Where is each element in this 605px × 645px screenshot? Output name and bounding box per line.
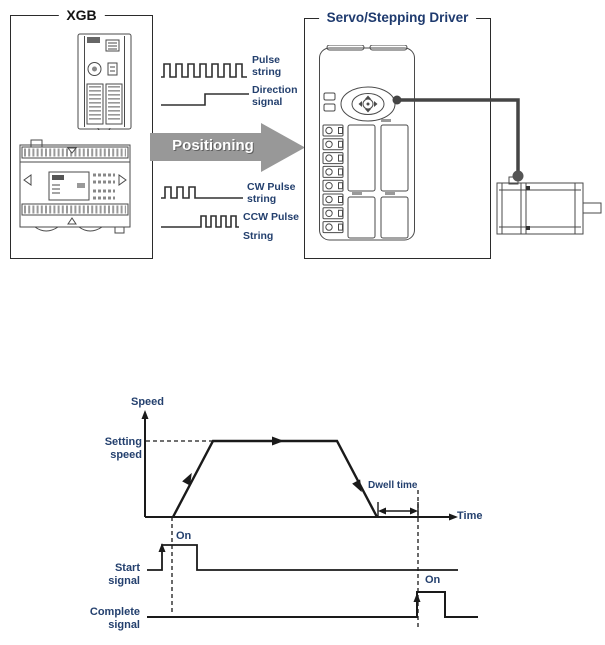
speed-profile-graph <box>141 410 478 630</box>
ccw-pulse-label-line1: CCW Pulse <box>243 211 300 223</box>
dwell-arrow-left <box>378 507 386 515</box>
speed-profile-direction-arrows <box>182 436 362 493</box>
complete-signal-on-label: On <box>425 574 441 586</box>
complete-signal-rise-arrow <box>413 593 421 602</box>
time-axis-arrowhead <box>449 513 458 521</box>
direction-signal-waveform <box>161 93 249 106</box>
speed-profile-trapezoid <box>171 439 379 518</box>
servo-driver-illustration <box>319 45 415 241</box>
dwell-time-measure <box>377 502 419 518</box>
cw-pulse-label: CW Pulse string <box>247 181 296 205</box>
start-signal-waveform <box>147 544 458 571</box>
complete-signal-waveform <box>147 591 478 618</box>
xgb-box-title: XGB <box>58 7 105 23</box>
servo-driver-connectors <box>347 119 409 239</box>
plc-base-unit-body <box>19 139 131 234</box>
start-signal-on-label: On <box>176 530 192 542</box>
servo-driver-box-title: Servo/Stepping Driver <box>318 10 477 25</box>
motor-illustration <box>496 176 602 235</box>
setting-speed-label: Setting speed <box>104 436 142 461</box>
graph-axes <box>144 418 450 518</box>
plc-base-unit-illustration <box>19 139 131 234</box>
positioning-arrow <box>150 123 305 172</box>
servo-driver-terminal-column <box>322 124 344 234</box>
time-axis-label: Time <box>457 510 483 522</box>
complete-signal-label: Complete signal <box>89 606 140 631</box>
direction-signal-label: Direction signal <box>252 84 298 108</box>
start-signal-label: Start signal <box>108 562 140 587</box>
dwell-arrow-right <box>410 507 418 515</box>
xgb-box: XGB <box>10 7 153 259</box>
ccw-pulse-waveform <box>161 215 239 228</box>
servo-driver-body <box>319 45 415 241</box>
dwell-time-label: Dwell time <box>368 480 418 491</box>
start-signal-rise-arrow <box>158 543 166 552</box>
plc-slim-module-body <box>77 33 132 130</box>
speed-axis-arrowhead <box>141 410 149 419</box>
pulse-string-waveform <box>161 63 247 78</box>
pulse-string-label: Pulse string <box>252 54 282 78</box>
motor-body <box>496 176 602 235</box>
cw-pulse-waveform <box>161 186 243 199</box>
plc-slim-module-illustration <box>77 33 132 130</box>
positioning-arrow-label: Positioning <box>172 137 254 154</box>
ccw-pulse-label-line2: String <box>243 230 274 242</box>
speed-axis-label: Speed <box>131 396 165 408</box>
